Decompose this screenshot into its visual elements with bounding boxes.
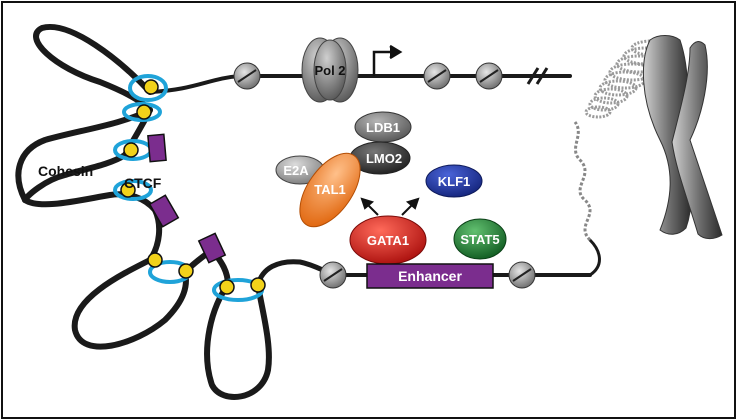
gata1-protein: GATA1 bbox=[349, 215, 427, 265]
anchor-dot bbox=[143, 79, 159, 95]
nucleosome bbox=[319, 261, 347, 289]
tal1-protein: TAL1 bbox=[299, 152, 361, 228]
pol2-label: Pol 2 bbox=[314, 63, 345, 78]
stat5-protein: STAT5 bbox=[453, 218, 507, 260]
chromosome-illustration bbox=[584, 35, 723, 240]
gata1-label: GATA1 bbox=[367, 233, 409, 248]
cohesin-ring bbox=[113, 179, 153, 201]
anchor-dot bbox=[219, 279, 235, 295]
ldb1-protein: LDB1 bbox=[354, 111, 412, 143]
anchor-dot bbox=[147, 252, 163, 268]
nucleosome bbox=[233, 62, 261, 90]
nucleosome bbox=[423, 62, 451, 90]
pol2-complex: Pol 2 bbox=[301, 37, 359, 103]
nucleosome bbox=[508, 261, 536, 289]
nucleosome-group bbox=[233, 62, 536, 289]
tss-arrow bbox=[372, 44, 403, 76]
stat5-label: STAT5 bbox=[460, 232, 499, 247]
ctcf-box bbox=[148, 194, 180, 228]
enhancer-label: Enhancer bbox=[398, 268, 462, 284]
nucleosome bbox=[475, 62, 503, 90]
interaction-arrows bbox=[360, 197, 420, 216]
anchor-dot bbox=[136, 104, 152, 120]
cohesin-ring bbox=[122, 102, 162, 122]
break-mark bbox=[526, 67, 549, 85]
ctcf-box-group bbox=[147, 133, 227, 264]
anchor-dot bbox=[123, 142, 139, 158]
anchor-group bbox=[120, 79, 266, 295]
anchor-dot bbox=[250, 277, 266, 293]
klf1-protein: KLF1 bbox=[425, 164, 483, 198]
ctcf-box bbox=[147, 133, 167, 163]
tal1-label: TAL1 bbox=[314, 182, 346, 197]
lmo2-label: LMO2 bbox=[366, 151, 402, 166]
klf1-label: KLF1 bbox=[438, 174, 471, 189]
enhancer-element: Enhancer bbox=[366, 263, 494, 289]
ctcf-label: CTCF bbox=[124, 175, 162, 191]
cohesin-label: Cohesin bbox=[38, 163, 93, 179]
anchor-dot bbox=[178, 263, 194, 279]
e2a-label: E2A bbox=[283, 163, 309, 178]
ctcf-box bbox=[197, 232, 227, 264]
lmo2-protein: LMO2 bbox=[349, 141, 411, 175]
cohesin-ring bbox=[128, 74, 168, 102]
beaded-coil bbox=[584, 39, 674, 119]
ldb1-label: LDB1 bbox=[366, 120, 400, 135]
chromatin-fiber-thin bbox=[573, 121, 592, 242]
anchor-dot bbox=[120, 182, 136, 198]
